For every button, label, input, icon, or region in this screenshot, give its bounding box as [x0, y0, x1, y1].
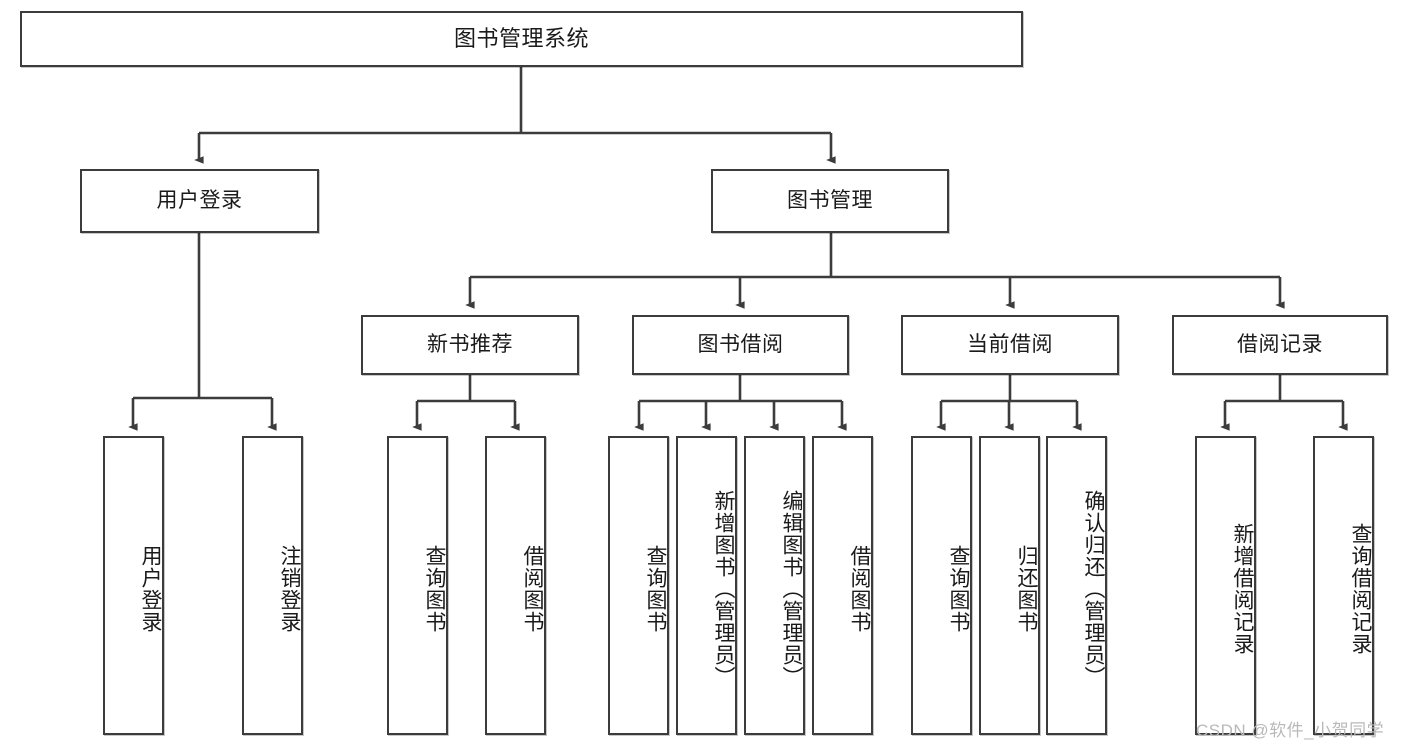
node-new-book-rec[interactable]: 新书推荐 [361, 315, 579, 375]
node-leaf-user-logout[interactable]: 注销登录 [242, 436, 303, 735]
node-leaf-user-login[interactable]: 用户登录 [103, 436, 164, 735]
node-leaf-rec-borrow-book[interactable]: 借阅图书 [485, 436, 546, 735]
node-book-borrow[interactable]: 图书借阅 [632, 315, 849, 375]
node-user-login[interactable]: 用户登录 [80, 169, 319, 233]
node-book-manage[interactable]: 图书管理 [711, 169, 949, 233]
node-leaf-current-return-book[interactable]: 归还图书 [979, 436, 1040, 735]
node-leaf-record-add[interactable]: 新增借阅记录 [1195, 436, 1256, 735]
node-leaf-record-query[interactable]: 查询借阅记录 [1313, 436, 1374, 735]
node-root[interactable]: 图书管理系统 [20, 11, 1023, 67]
node-current-borrow[interactable]: 当前借阅 [901, 315, 1119, 375]
node-leaf-borrow-edit-book[interactable]: 编辑图书（管理员） [744, 436, 805, 735]
node-leaf-borrow-query-book[interactable]: 查询图书 [608, 436, 669, 735]
node-leaf-current-query-book[interactable]: 查询图书 [911, 436, 972, 735]
node-leaf-borrow-add-book[interactable]: 新增图书（管理员） [676, 436, 737, 735]
node-leaf-rec-query-book[interactable]: 查询图书 [387, 436, 448, 735]
node-leaf-borrow-borrow-book[interactable]: 借阅图书 [812, 436, 873, 735]
node-leaf-current-confirm-return[interactable]: 确认归还（管理员） [1046, 436, 1107, 735]
node-borrow-record[interactable]: 借阅记录 [1172, 315, 1388, 375]
watermark-text: CSDN @软件_小贺同学 [1196, 721, 1385, 740]
